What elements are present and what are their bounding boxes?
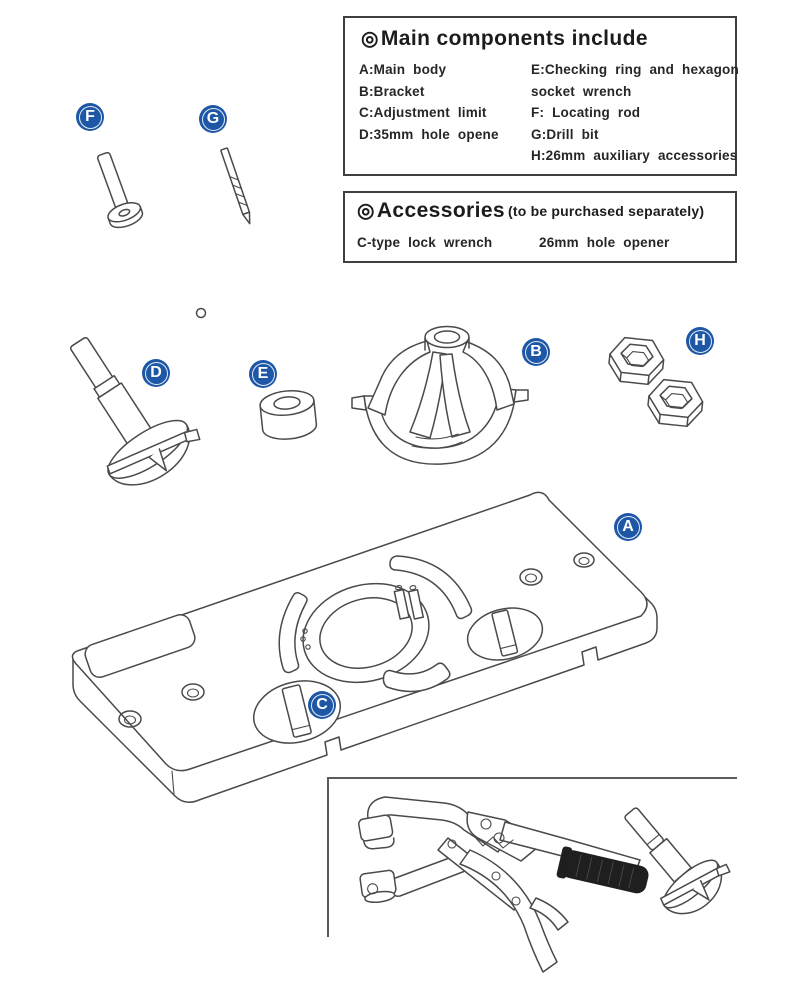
component-item-e-line2: socket wrench bbox=[531, 83, 632, 99]
main-components-title: ◎ Main components include bbox=[361, 26, 648, 51]
accessory-item-hole-opener: 26mm hole opener bbox=[539, 235, 670, 250]
part-badge-letter: F bbox=[85, 107, 95, 125]
component-item-g: G:Drill bit bbox=[531, 126, 599, 142]
accessories-title: ◎ Accessories (to be purchased separatel… bbox=[357, 198, 704, 223]
locating-rod-drawing bbox=[96, 151, 144, 229]
hole-opener-35mm-drawing bbox=[70, 336, 201, 486]
hex-nut-drawing bbox=[647, 378, 704, 428]
accessory-item-lock-wrench: C-type lock wrench bbox=[357, 235, 493, 250]
accessories-box: ◎ Accessories (to be purchased separatel… bbox=[343, 191, 737, 263]
accessory-frame-top-border bbox=[327, 777, 737, 779]
drill-bit-drawing bbox=[220, 147, 251, 225]
part-badge-letter: G bbox=[206, 109, 220, 127]
part-badge-letter: E bbox=[257, 364, 269, 382]
hex-wrench-drawing bbox=[195, 307, 302, 473]
component-item-c: C:Adjustment limit bbox=[359, 105, 487, 120]
part-badge-d: D bbox=[142, 359, 170, 387]
bracket-drawing bbox=[351, 325, 529, 465]
hex-nut-drawing bbox=[608, 336, 665, 386]
accessories-subtitle: (to be purchased separately) bbox=[508, 202, 705, 219]
main-components-box: ◎ Main components include A:Main body B:… bbox=[343, 16, 739, 176]
c-clamp-drawing bbox=[358, 796, 649, 973]
part-badge-letter: B bbox=[530, 342, 542, 360]
section-bullet-icon: ◎ bbox=[357, 200, 375, 222]
component-item-f: F: Locating rod bbox=[531, 105, 641, 120]
part-badge-h: H bbox=[686, 327, 714, 355]
component-item-h: H:26mm auxiliary accessories bbox=[531, 148, 738, 163]
main-components-title-text: Main components include bbox=[380, 26, 648, 50]
main-body-drawing bbox=[71, 491, 658, 803]
part-badge-letter: D bbox=[150, 363, 162, 381]
hole-opener-26mm-drawing bbox=[624, 807, 731, 915]
part-badge-f: F bbox=[76, 103, 104, 131]
part-badge-b: B bbox=[522, 338, 550, 366]
adjustment-limit-knob bbox=[466, 607, 544, 661]
part-badge-letter: A bbox=[622, 517, 634, 535]
component-item-a: A:Main body bbox=[359, 62, 447, 77]
part-badge-a: A bbox=[614, 513, 642, 541]
component-item-b: B:Bracket bbox=[359, 83, 425, 99]
section-bullet-icon: ◎ bbox=[361, 28, 379, 50]
accessories-title-text: Accessories bbox=[376, 198, 506, 222]
component-item-d: D:35mm hole opene bbox=[359, 126, 499, 142]
part-badge-e: E bbox=[249, 360, 277, 388]
component-item-e: E:Checking ring and hexagon bbox=[531, 62, 739, 77]
part-badge-letter: C bbox=[316, 695, 328, 713]
part-badge-letter: H bbox=[694, 331, 706, 349]
part-badge-c: C bbox=[308, 691, 336, 719]
part-badge-g: G bbox=[199, 105, 227, 133]
accessory-frame-left-border bbox=[327, 777, 329, 937]
checking-ring-drawing bbox=[259, 389, 318, 440]
